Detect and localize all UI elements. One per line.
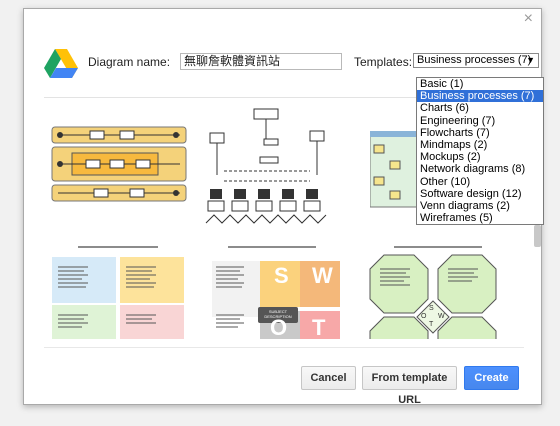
- template-grid: S W O T SUBJECT DESCRIPTION: [44, 101, 520, 339]
- templates-dropdown-list: Basic (1) Business processes (7) Charts …: [416, 77, 544, 226]
- template-option-mindmaps[interactable]: Mindmaps (2): [420, 138, 488, 151]
- swot-letter-w: W: [312, 263, 333, 288]
- mini-swot-s: S: [429, 305, 434, 312]
- cancel-button[interactable]: Cancel: [301, 366, 356, 390]
- template-option-flowcharts[interactable]: Flowcharts (7): [420, 126, 490, 139]
- drive-logo-icon: [44, 49, 78, 78]
- swot-letter-s: S: [274, 263, 289, 288]
- template-option-charts[interactable]: Charts (6): [420, 102, 469, 115]
- template-option-software-design[interactable]: Software design (12): [420, 187, 522, 200]
- swot-letter-o: O: [270, 315, 288, 339]
- swot-letters-background: [212, 246, 340, 339]
- templates-label: Templates:: [354, 55, 413, 69]
- templates-selected-value: Business processes (7): [417, 54, 532, 66]
- template-option-venn-diagrams[interactable]: Venn diagrams (2): [420, 199, 510, 212]
- template-thumb-flowchart[interactable]: [370, 131, 490, 209]
- close-icon[interactable]: ×: [523, 10, 533, 27]
- template-thumb-swimlane[interactable]: [50, 115, 188, 203]
- template-thumb-swot-color[interactable]: [48, 239, 192, 339]
- mini-swot-t: T: [429, 321, 434, 328]
- grid-scrollbar[interactable]: [534, 225, 541, 247]
- diagram-name-input[interactable]: 無聊詹軟體資訊站: [180, 53, 342, 70]
- template-option-other[interactable]: Other (10): [420, 175, 471, 188]
- template-thumb-swot-octagons[interactable]: S W O T: [366, 239, 516, 339]
- template-option-basic[interactable]: Basic (1): [420, 78, 464, 90]
- template-option-mockups[interactable]: Mockups (2): [420, 151, 481, 164]
- template-option-business-processes[interactable]: Business processes (7): [417, 90, 543, 103]
- subject-description-label: SUBJECT DESCRIPTION: [264, 309, 292, 319]
- from-template-url-button[interactable]: From template URL: [362, 366, 457, 406]
- dialog-header: Diagram name: 無聊詹軟體資訊站 Templates: Busine…: [44, 47, 539, 87]
- template-thumb-swot-letters[interactable]: S W O T SUBJECT DESCRIPTION: [204, 239, 344, 339]
- header-divider: [44, 97, 524, 98]
- new-diagram-dialog: × Diagram name: 無聊詹軟體資訊站 Templates: Busi…: [23, 8, 544, 406]
- template-option-network-diagrams[interactable]: Network diagrams (8): [420, 163, 526, 176]
- template-option-wireframes[interactable]: Wireframes (5): [420, 212, 493, 225]
- create-button[interactable]: Create: [464, 366, 519, 390]
- dropdown-arrow-icon: ▼: [526, 55, 535, 65]
- swot-letter-t: T: [312, 315, 326, 339]
- swot-text-lines: [58, 246, 158, 328]
- octagon-shapes: [369, 246, 497, 339]
- templates-select[interactable]: Business processes (7) ▼: [413, 53, 539, 68]
- template-option-engineering[interactable]: Engineering (7): [420, 114, 496, 127]
- diagram-name-label: Diagram name:: [88, 55, 171, 69]
- mini-swot-w: W: [438, 313, 445, 320]
- template-thumb-network[interactable]: [204, 105, 334, 229]
- mini-swot-o: O: [421, 313, 427, 320]
- footer-divider: [44, 347, 524, 348]
